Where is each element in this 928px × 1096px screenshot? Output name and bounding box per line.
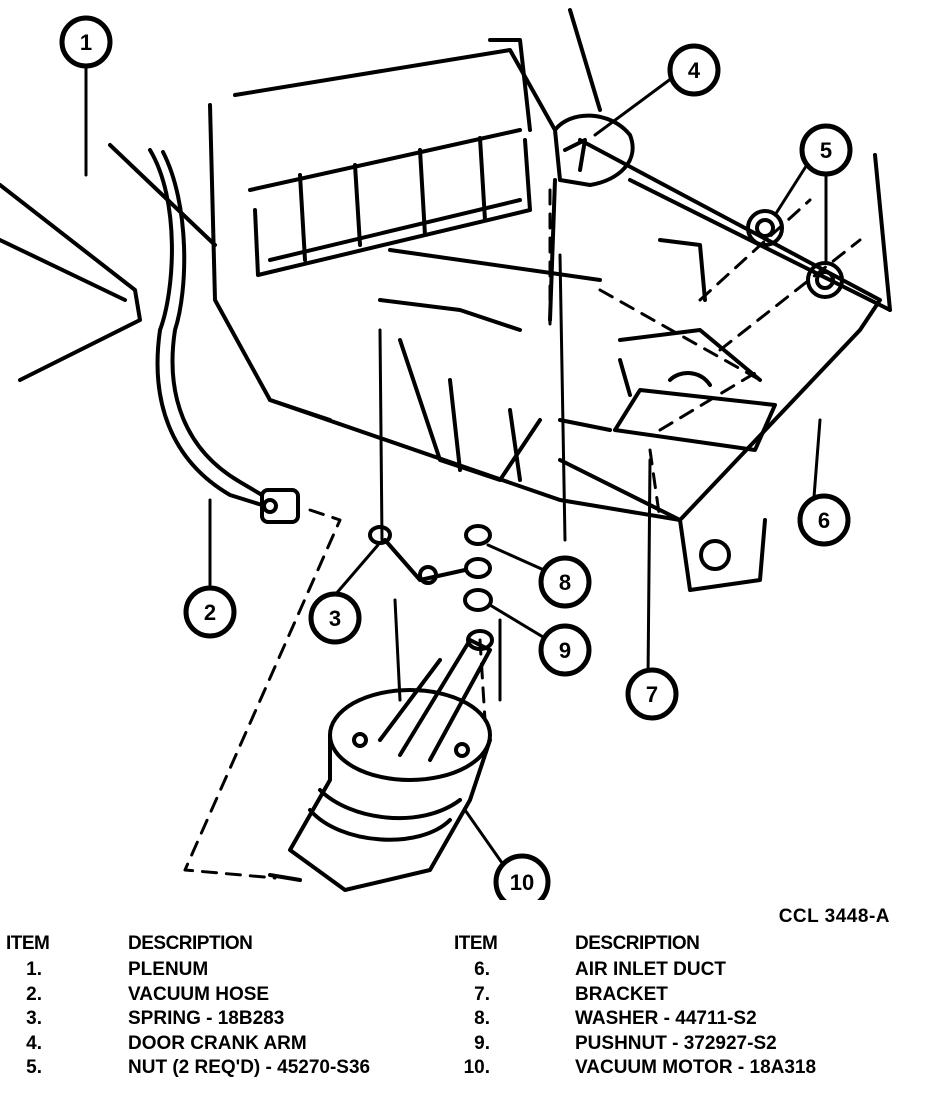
item-header-right: ITEM bbox=[454, 933, 498, 954]
legend-numbers-left: 1. 2. 3. 4. 5. bbox=[12, 958, 42, 1081]
legend-descriptions-right: AIR INLET DUCT BRACKET WASHER - 44711-S2… bbox=[575, 958, 816, 1081]
legend-item-description: DOOR CRANK ARM bbox=[128, 1032, 307, 1054]
callout-1: 1 bbox=[59, 15, 113, 69]
svg-text:10: 10 bbox=[510, 870, 534, 895]
svg-text:9: 9 bbox=[559, 638, 571, 663]
legend-item-number: 10. bbox=[463, 1057, 490, 1078]
legend-item-description: PLENUM bbox=[128, 959, 209, 980]
description-header-right: DESCRIPTION bbox=[575, 933, 700, 954]
exploded-parts-diagram: 1 2 3 4 5 6 7 8 9 10 bbox=[0, 8, 892, 900]
callout-2: 2 bbox=[183, 585, 237, 639]
legend-item-description: SPRING - 18B283 bbox=[128, 1008, 285, 1029]
spring-washer-pushnut-drawing bbox=[368, 524, 494, 651]
legend-item-description: AIR INLET DUCT bbox=[575, 959, 726, 980]
callout-5: 5 bbox=[799, 123, 853, 177]
legend-descriptions-left: PLENUM VACUUM HOSE SPRING - 18B283 DOOR … bbox=[128, 958, 370, 1081]
svg-text:1: 1 bbox=[80, 30, 92, 55]
legend-item-number: 1. bbox=[26, 959, 42, 980]
reference-lines bbox=[378, 253, 567, 702]
callout-10: 10 bbox=[493, 853, 551, 900]
legend-item-number: 6. bbox=[474, 959, 490, 980]
parts-legend: ITEM DESCRIPTION ITEM DESCRIPTION 1. 2. … bbox=[0, 932, 928, 1092]
callout-9: 9 bbox=[538, 623, 592, 677]
legend-item-description: VACUUM HOSE bbox=[128, 983, 270, 1005]
svg-text:4: 4 bbox=[688, 58, 701, 83]
vacuum-motor-drawing bbox=[268, 638, 492, 892]
plenum-drawing bbox=[0, 143, 264, 507]
callout-6: 6 bbox=[797, 493, 851, 547]
callout-4: 4 bbox=[667, 43, 721, 97]
drawing-code: CCL 3448-A bbox=[778, 906, 890, 927]
svg-text:7: 7 bbox=[646, 682, 658, 707]
legend-item-number: 2. bbox=[26, 983, 42, 1005]
legend-item-number: 9. bbox=[474, 1032, 490, 1054]
description-header-left: DESCRIPTION bbox=[128, 933, 253, 954]
legend-numbers-right: 6. 7. 8. 9. 10. bbox=[448, 958, 490, 1081]
legend-item-number: 4. bbox=[26, 1032, 42, 1054]
legend-item-description: PUSHNUT - 372927-S2 bbox=[575, 1032, 777, 1054]
svg-text:6: 6 bbox=[818, 508, 830, 533]
legend-item-description: NUT (2 REQ'D) - 45270-S36 bbox=[128, 1057, 371, 1078]
callouts: 1 2 3 4 5 6 7 8 9 10 bbox=[59, 15, 853, 900]
callout-8: 8 bbox=[538, 555, 592, 609]
legend-item-description: WASHER - 44711-S2 bbox=[575, 1008, 757, 1029]
hose-connector-drawing bbox=[260, 488, 300, 524]
bracket-drawing bbox=[613, 238, 777, 452]
legend-item-number: 5. bbox=[26, 1057, 42, 1078]
air-inlet-duct-drawing bbox=[268, 138, 892, 592]
item-header-left: ITEM bbox=[6, 933, 50, 954]
svg-text:5: 5 bbox=[820, 138, 832, 163]
legend-item-number: 3. bbox=[26, 1008, 42, 1029]
assembly-lines bbox=[183, 188, 862, 880]
callout-3: 3 bbox=[308, 591, 362, 645]
legend-item-number: 7. bbox=[474, 983, 490, 1005]
legend-item-description: VACUUM MOTOR - 18A318 bbox=[575, 1057, 817, 1078]
svg-text:3: 3 bbox=[329, 606, 341, 631]
callout-7: 7 bbox=[625, 667, 679, 721]
svg-text:2: 2 bbox=[204, 600, 216, 625]
callout-leaders bbox=[84, 63, 828, 872]
legend-item-number: 8. bbox=[474, 1008, 490, 1029]
svg-text:8: 8 bbox=[559, 570, 571, 595]
legend-item-description: BRACKET bbox=[575, 983, 668, 1005]
